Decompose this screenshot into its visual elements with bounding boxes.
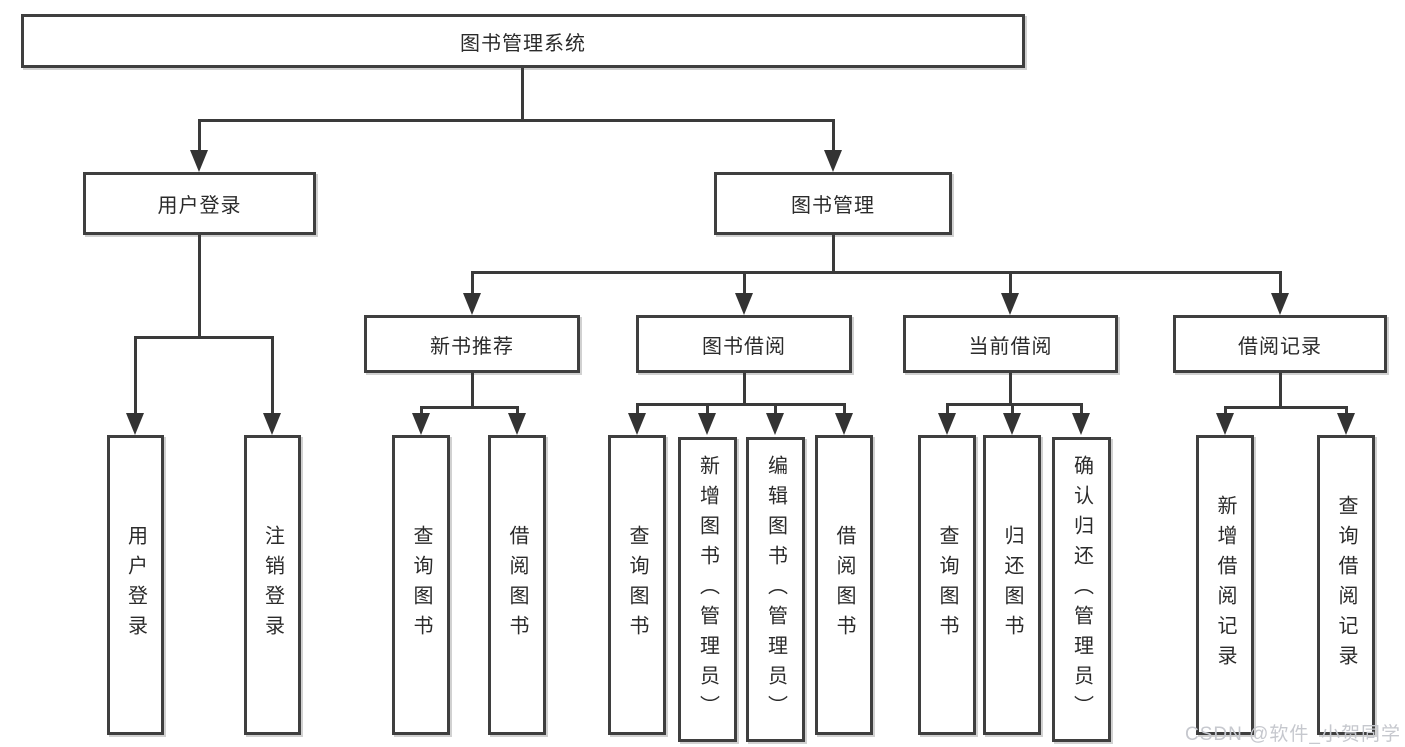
arrow-down-icon bbox=[508, 413, 526, 435]
arrow-down-icon bbox=[190, 150, 208, 172]
connector-line-v bbox=[743, 271, 746, 296]
connector-line-v bbox=[271, 336, 274, 415]
leaf-add-book-admin: 新增图书（管理员） bbox=[678, 437, 737, 742]
connector-line-v bbox=[1011, 403, 1014, 416]
arrow-down-icon bbox=[126, 413, 144, 435]
leaf-query-books-recommend: 查询图书 bbox=[392, 435, 450, 735]
connector-line-h bbox=[198, 119, 834, 122]
leaf-label: 归还图书 bbox=[1001, 525, 1023, 645]
leaf-borrow-books-recommend: 借阅图书 bbox=[488, 435, 546, 735]
connector-line-v bbox=[1279, 373, 1282, 408]
connector-line-v bbox=[706, 403, 709, 416]
leaf-add-borrow-record: 新增借阅记录 bbox=[1196, 435, 1254, 735]
connector-line-v bbox=[946, 403, 949, 416]
node-library-management-system: 图书管理系统 bbox=[21, 14, 1025, 68]
connector-line-v bbox=[774, 403, 777, 416]
connector-line-h bbox=[471, 271, 1282, 274]
connector-line-v bbox=[521, 68, 524, 121]
leaf-label: 新增图书（管理员） bbox=[696, 454, 719, 725]
connector-line-h bbox=[134, 336, 274, 339]
arrow-down-icon bbox=[824, 150, 842, 172]
node-label: 借阅记录 bbox=[1238, 335, 1322, 358]
leaf-return-book: 归还图书 bbox=[983, 435, 1041, 735]
node-book-management: 图书管理 bbox=[714, 172, 952, 235]
node-label: 新书推荐 bbox=[430, 335, 514, 358]
arrow-down-icon bbox=[263, 413, 281, 435]
leaf-query-books-current: 查询图书 bbox=[918, 435, 976, 735]
connector-line-v bbox=[1080, 403, 1083, 416]
arrow-down-icon bbox=[766, 413, 784, 435]
node-label: 图书管理 bbox=[791, 195, 875, 217]
connector-line-v bbox=[516, 406, 519, 416]
arrow-down-icon bbox=[412, 413, 430, 435]
leaf-user-login: 用户登录 bbox=[107, 435, 164, 735]
arrow-down-icon bbox=[1003, 413, 1021, 435]
connector-line-v bbox=[471, 373, 474, 408]
arrow-down-icon bbox=[1337, 413, 1355, 435]
connector-line-v bbox=[198, 119, 201, 153]
node-label: 图书借阅 bbox=[702, 335, 786, 358]
node-user-login: 用户登录 bbox=[83, 172, 316, 235]
connector-line-v bbox=[843, 403, 846, 416]
leaf-borrow-books-borrowing: 借阅图书 bbox=[815, 435, 873, 735]
connector-line-v bbox=[471, 271, 474, 296]
node-label: 图书管理系统 bbox=[460, 32, 586, 55]
leaf-label: 查询图书 bbox=[626, 525, 648, 645]
leaf-query-books-borrowing: 查询图书 bbox=[608, 435, 666, 735]
leaf-label: 查询借阅记录 bbox=[1335, 495, 1357, 675]
arrow-down-icon bbox=[1001, 293, 1019, 315]
arrow-down-icon bbox=[698, 413, 716, 435]
leaf-confirm-return-admin: 确认归还（管理员） bbox=[1052, 437, 1111, 742]
connector-line-v bbox=[636, 403, 639, 416]
leaf-query-borrow-record: 查询借阅记录 bbox=[1317, 435, 1375, 735]
node-new-book-recommend: 新书推荐 bbox=[364, 315, 580, 373]
leaf-logout: 注销登录 bbox=[244, 435, 301, 735]
arrow-down-icon bbox=[1271, 293, 1289, 315]
connector-line-h bbox=[1224, 406, 1347, 409]
leaf-label: 新增借阅记录 bbox=[1214, 495, 1236, 675]
leaf-label: 借阅图书 bbox=[833, 525, 855, 645]
csdn-watermark: CSDN @软件_小贺同学 bbox=[1185, 724, 1401, 745]
leaf-label: 用户登录 bbox=[124, 525, 147, 645]
node-label: 用户登录 bbox=[157, 195, 242, 217]
arrow-down-icon bbox=[835, 413, 853, 435]
connector-line-v bbox=[1279, 271, 1282, 296]
connector-line-h bbox=[636, 403, 845, 406]
connector-line-h bbox=[946, 403, 1082, 406]
connector-line-v bbox=[1009, 373, 1012, 405]
connector-line-v bbox=[1224, 406, 1227, 416]
arrow-down-icon bbox=[463, 293, 481, 315]
leaf-label: 查询图书 bbox=[936, 525, 958, 645]
connector-line-v bbox=[1345, 406, 1348, 416]
leaf-label: 查询图书 bbox=[410, 525, 432, 645]
leaf-label: 确认归还（管理员） bbox=[1070, 454, 1093, 725]
connector-line-v bbox=[134, 336, 137, 415]
arrow-down-icon bbox=[628, 413, 646, 435]
leaf-label: 注销登录 bbox=[261, 525, 284, 645]
arrow-down-icon bbox=[1072, 413, 1090, 435]
connector-line-v bbox=[743, 373, 746, 405]
arrow-down-icon bbox=[938, 413, 956, 435]
node-book-borrowing: 图书借阅 bbox=[636, 315, 852, 373]
node-current-borrowing: 当前借阅 bbox=[903, 315, 1118, 373]
connector-line-v bbox=[1009, 271, 1012, 296]
arrow-down-icon bbox=[735, 293, 753, 315]
leaf-label: 编辑图书（管理员） bbox=[764, 454, 787, 725]
arrow-down-icon bbox=[1216, 413, 1234, 435]
node-borrowing-records: 借阅记录 bbox=[1173, 315, 1387, 373]
connector-line-v bbox=[832, 235, 835, 273]
connector-line-v bbox=[832, 119, 835, 153]
connector-line-v bbox=[420, 406, 423, 416]
connector-line-h bbox=[420, 406, 518, 409]
node-label: 当前借阅 bbox=[968, 335, 1053, 358]
leaf-edit-book-admin: 编辑图书（管理员） bbox=[746, 437, 805, 742]
leaf-label: 借阅图书 bbox=[506, 525, 528, 645]
connector-line-v bbox=[198, 235, 201, 338]
